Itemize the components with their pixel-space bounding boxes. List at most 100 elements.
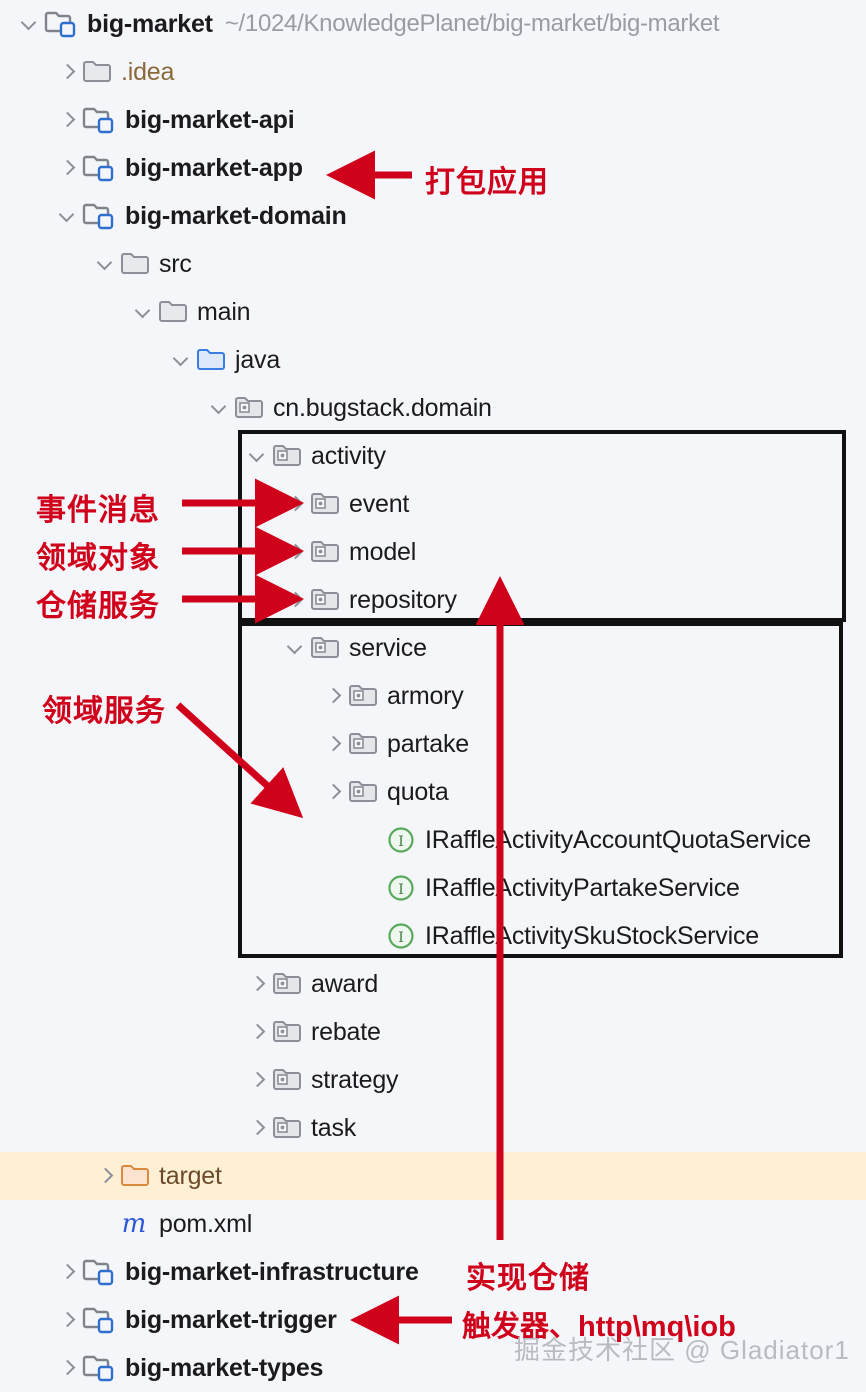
- module-folder-icon: [44, 9, 78, 39]
- chevron-right-icon[interactable]: [94, 1165, 116, 1187]
- chevron-down-icon[interactable]: [246, 445, 268, 467]
- annotation-impl-repo: 实现仓储: [466, 1262, 590, 1295]
- chevron-right-icon[interactable]: [284, 541, 306, 563]
- tree-row-label: repository: [349, 585, 457, 614]
- tree-row-label: armory: [387, 681, 464, 710]
- svg-text:m: m: [122, 1209, 147, 1239]
- module-folder-icon: [82, 1257, 116, 1287]
- tree-row[interactable]: event: [0, 480, 866, 528]
- tree-row-label: big-market: [87, 9, 213, 38]
- chevron-right-icon[interactable]: [246, 973, 268, 995]
- tree-row[interactable]: big-market-api: [0, 96, 866, 144]
- chevron-right-icon[interactable]: [56, 1357, 78, 1379]
- tree-row-label: java: [235, 345, 281, 374]
- annotation-event-msg: 事件消息: [36, 494, 160, 527]
- chevron-right-icon[interactable]: [246, 1117, 268, 1139]
- chevron-right-icon[interactable]: [322, 685, 344, 707]
- interface-icon: I: [386, 921, 416, 951]
- tree-row[interactable]: I IRaffleActivityPartakeService: [0, 864, 866, 912]
- annotation-domain-service: 领域服务: [42, 695, 166, 728]
- tree-row[interactable]: partake: [0, 720, 866, 768]
- svg-text:I: I: [398, 882, 404, 898]
- tree-row[interactable]: big-market-infrastructure: [0, 1248, 866, 1296]
- tree-row-label: IRaffleActivityPartakeService: [425, 873, 740, 902]
- annotation-trigger: 触发器、http\mq\iob: [462, 1311, 736, 1343]
- tree-row-label: task: [311, 1113, 357, 1142]
- tree-row[interactable]: big-market ~/1024/KnowledgePlanet/big-mar…: [0, 0, 866, 48]
- tree-row-label: src: [159, 249, 192, 278]
- chevron-right-icon[interactable]: [56, 1309, 78, 1331]
- chevron-right-icon[interactable]: [284, 493, 306, 515]
- tree-row-label: .idea: [121, 57, 175, 86]
- tree-row[interactable]: big-market-trigger: [0, 1296, 866, 1344]
- plain-folder-icon: [158, 298, 188, 326]
- tree-row[interactable]: main: [0, 288, 866, 336]
- tree-row[interactable]: rebate: [0, 1008, 866, 1056]
- tree-row[interactable]: target: [0, 1152, 866, 1200]
- chevron-right-icon[interactable]: [284, 589, 306, 611]
- package-icon: [310, 490, 340, 518]
- tree-row[interactable]: armory: [0, 672, 866, 720]
- tree-row-label: big-market-infrastructure: [125, 1257, 419, 1286]
- interface-icon: I: [386, 825, 416, 855]
- tree-row-label: IRaffleActivitySkuStockService: [425, 921, 759, 950]
- tree-row-label: cn.bugstack.domain: [273, 393, 492, 422]
- project-path: ~/1024/KnowledgePlanet/big-market/big-ma…: [224, 10, 720, 37]
- tree-row[interactable]: I IRaffleActivityAccountQuotaService: [0, 816, 866, 864]
- tree-row[interactable]: strategy: [0, 1056, 866, 1104]
- tree-row-label: activity: [311, 441, 386, 470]
- chevron-right-icon[interactable]: [56, 1261, 78, 1283]
- annotation-repo-service: 仓储服务: [36, 590, 160, 623]
- chevron-right-icon[interactable]: [246, 1069, 268, 1091]
- package-icon: [272, 1066, 302, 1094]
- chevron-down-icon[interactable]: [208, 397, 230, 419]
- chevron-right-icon[interactable]: [56, 157, 78, 179]
- chevron-right-icon[interactable]: [56, 61, 78, 83]
- chevron-down-icon[interactable]: [56, 205, 78, 227]
- annotation-domain-object: 领域对象: [36, 542, 160, 575]
- tree-row[interactable]: award: [0, 960, 866, 1008]
- plain-folder-icon: [82, 58, 112, 86]
- package-icon: [272, 1114, 302, 1142]
- tree-row[interactable]: model: [0, 528, 866, 576]
- chevron-down-icon[interactable]: [284, 637, 306, 659]
- chevron-right-icon[interactable]: [56, 109, 78, 131]
- tree-row[interactable]: task: [0, 1104, 866, 1152]
- tree-row[interactable]: m pom.xml: [0, 1200, 866, 1248]
- maven-icon: m: [120, 1209, 150, 1239]
- chevron-right-icon[interactable]: [322, 781, 344, 803]
- tree-row[interactable]: repository: [0, 576, 866, 624]
- tree-row-label: award: [311, 969, 379, 998]
- tree-row[interactable]: big-market-types: [0, 1344, 866, 1392]
- chevron-down-icon[interactable]: [94, 253, 116, 275]
- tree-row[interactable]: java: [0, 336, 866, 384]
- package-icon: [272, 970, 302, 998]
- chevron-right-icon[interactable]: [322, 733, 344, 755]
- package-icon: [348, 730, 378, 758]
- svg-text:I: I: [398, 834, 404, 850]
- svg-text:I: I: [398, 930, 404, 946]
- package-icon: [272, 1018, 302, 1046]
- tree-row-label: pom.xml: [159, 1209, 253, 1238]
- chevron-down-icon[interactable]: [170, 349, 192, 371]
- chevron-down-icon[interactable]: [18, 13, 40, 35]
- package-icon: [310, 538, 340, 566]
- chevron-right-icon[interactable]: [246, 1021, 268, 1043]
- tree-row[interactable]: service: [0, 624, 866, 672]
- chevron-down-icon[interactable]: [132, 301, 154, 323]
- tree-row[interactable]: quota: [0, 768, 866, 816]
- package-icon: [310, 634, 340, 662]
- tree-row[interactable]: big-market-app: [0, 144, 866, 192]
- package-icon: [348, 778, 378, 806]
- tree-row[interactable]: .idea: [0, 48, 866, 96]
- package-icon: [348, 682, 378, 710]
- target-folder-icon: [120, 1162, 150, 1190]
- tree-row[interactable]: big-market-domain: [0, 192, 866, 240]
- interface-icon: I: [386, 873, 416, 903]
- tree-row[interactable]: I IRaffleActivitySkuStockService: [0, 912, 866, 960]
- tree-row[interactable]: activity: [0, 432, 866, 480]
- tree-row[interactable]: cn.bugstack.domain: [0, 384, 866, 432]
- tree-row[interactable]: src: [0, 240, 866, 288]
- chevron-none-icon: [94, 1213, 116, 1235]
